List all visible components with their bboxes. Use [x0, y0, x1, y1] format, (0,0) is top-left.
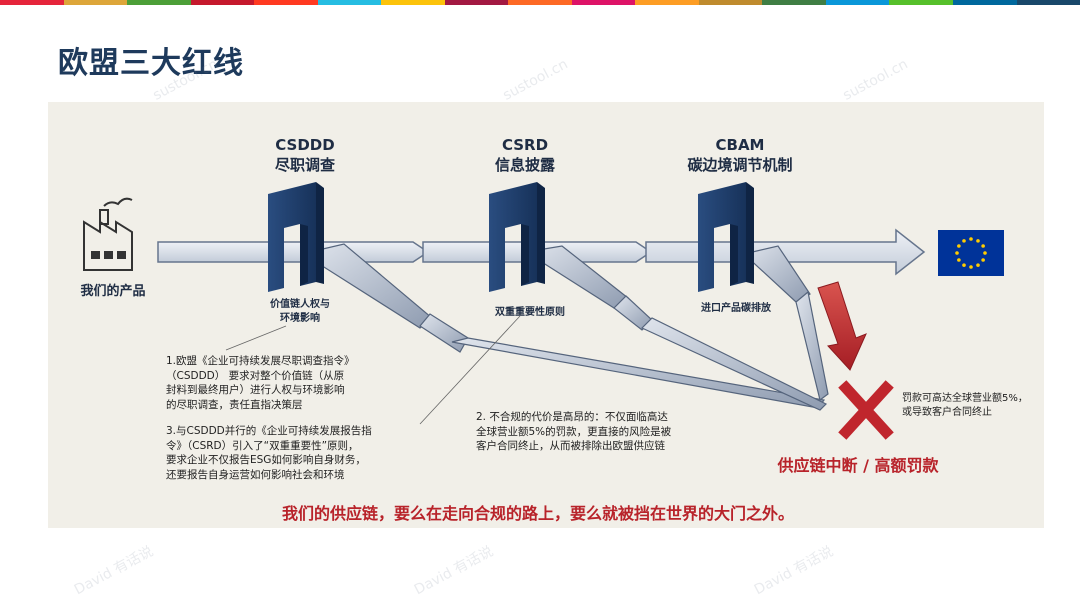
- gate-csrd: [489, 182, 545, 292]
- top-bar-segment: [508, 0, 572, 5]
- red-x-icon: [846, 388, 886, 432]
- gate-name: 碳边境调节机制: [670, 155, 810, 175]
- eu-star: [969, 237, 973, 241]
- eu-star: [976, 239, 980, 243]
- gate-header-csddd: CSDDD 尽职调查: [260, 135, 350, 175]
- watermark: sustool.cn: [500, 56, 570, 103]
- eu-star: [983, 251, 987, 255]
- gate-note-cbam: 进口产品碳排放: [686, 302, 786, 316]
- top-bar-segment: [318, 0, 382, 5]
- top-bar-segment: [191, 0, 255, 5]
- top-bar-segment: [826, 0, 890, 5]
- eu-star: [981, 244, 985, 248]
- eu-star: [962, 263, 966, 267]
- red-penalty-arrow: [818, 282, 866, 370]
- eu-star: [957, 244, 961, 248]
- top-bar-segment: [127, 0, 191, 5]
- gate-note-csrd: 双重重要性原则: [480, 306, 580, 320]
- eu-star: [976, 263, 980, 267]
- watermark: sustool.cn: [840, 56, 910, 103]
- watermark: David 有话说: [410, 541, 496, 599]
- gate-abbr: CSRD: [480, 135, 570, 155]
- gate-header-csrd: CSRD 信息披露: [480, 135, 570, 175]
- top-bar-segment: [445, 0, 509, 5]
- eu-star: [962, 239, 966, 243]
- diagram-panel: CSDDD 尽职调查 CSRD 信息披露 CBAM 碳边境调节机制 价值链人权与…: [48, 102, 1044, 528]
- top-bar-segment: [762, 0, 826, 5]
- top-color-bar: [0, 0, 1080, 5]
- note-fine: 罚款可高达全球营业额5%， 或导致客户合同终止: [902, 392, 1044, 419]
- top-bar-segment: [1017, 0, 1080, 5]
- watermark: David 有话说: [750, 541, 836, 599]
- eu-star: [981, 258, 985, 262]
- factory-icon: [84, 199, 132, 270]
- top-bar-segment: [635, 0, 699, 5]
- eu-star: [969, 265, 973, 269]
- top-bar-segment: [64, 0, 128, 5]
- eu-star: [957, 258, 961, 262]
- gate-abbr: CSDDD: [260, 135, 350, 155]
- top-bar-segment: [699, 0, 763, 5]
- gate-name: 信息披露: [480, 155, 570, 175]
- top-bar-segment: [953, 0, 1017, 5]
- gate-abbr: CBAM: [670, 135, 810, 155]
- gate-csddd: [268, 182, 324, 292]
- gate-cbam: [698, 182, 754, 292]
- top-bar-segment: [889, 0, 953, 5]
- note-penalty-cost: 2. 不合规的代价是高昂的：不仅面临高达 全球营业额5%的罚款，更直接的风险是被…: [476, 410, 726, 454]
- top-bar-segment: [0, 0, 64, 5]
- watermark: David 有话说: [70, 541, 156, 599]
- gate-header-cbam: CBAM 碳边境调节机制: [670, 135, 810, 175]
- top-bar-segment: [254, 0, 318, 5]
- outcome-label: 供应链中断 / 高额罚款: [748, 452, 968, 476]
- top-bar-segment: [381, 0, 445, 5]
- product-label: 我们的产品: [68, 280, 158, 299]
- eu-flag-icon: [938, 230, 1004, 276]
- page-title: 欧盟三大红线: [58, 38, 244, 82]
- gate-note-csddd: 价值链人权与 环境影响: [260, 298, 340, 326]
- slogan: 我们的供应链，要么在走向合规的路上，要么就被挡在世界的大门之外。: [148, 500, 928, 524]
- eu-star: [955, 251, 959, 255]
- top-bar-segment: [572, 0, 636, 5]
- gate-name: 尽职调查: [260, 155, 350, 175]
- note-csddd: 1.欧盟《企业可持续发展尽职调查指令》 （CSDDD） 要求对整个价值链（从原 …: [166, 354, 406, 412]
- note-csrd: 3.与CSDDD并行的《企业可持续发展报告指 令》（CSRD）引入了“双重重要性…: [166, 424, 416, 482]
